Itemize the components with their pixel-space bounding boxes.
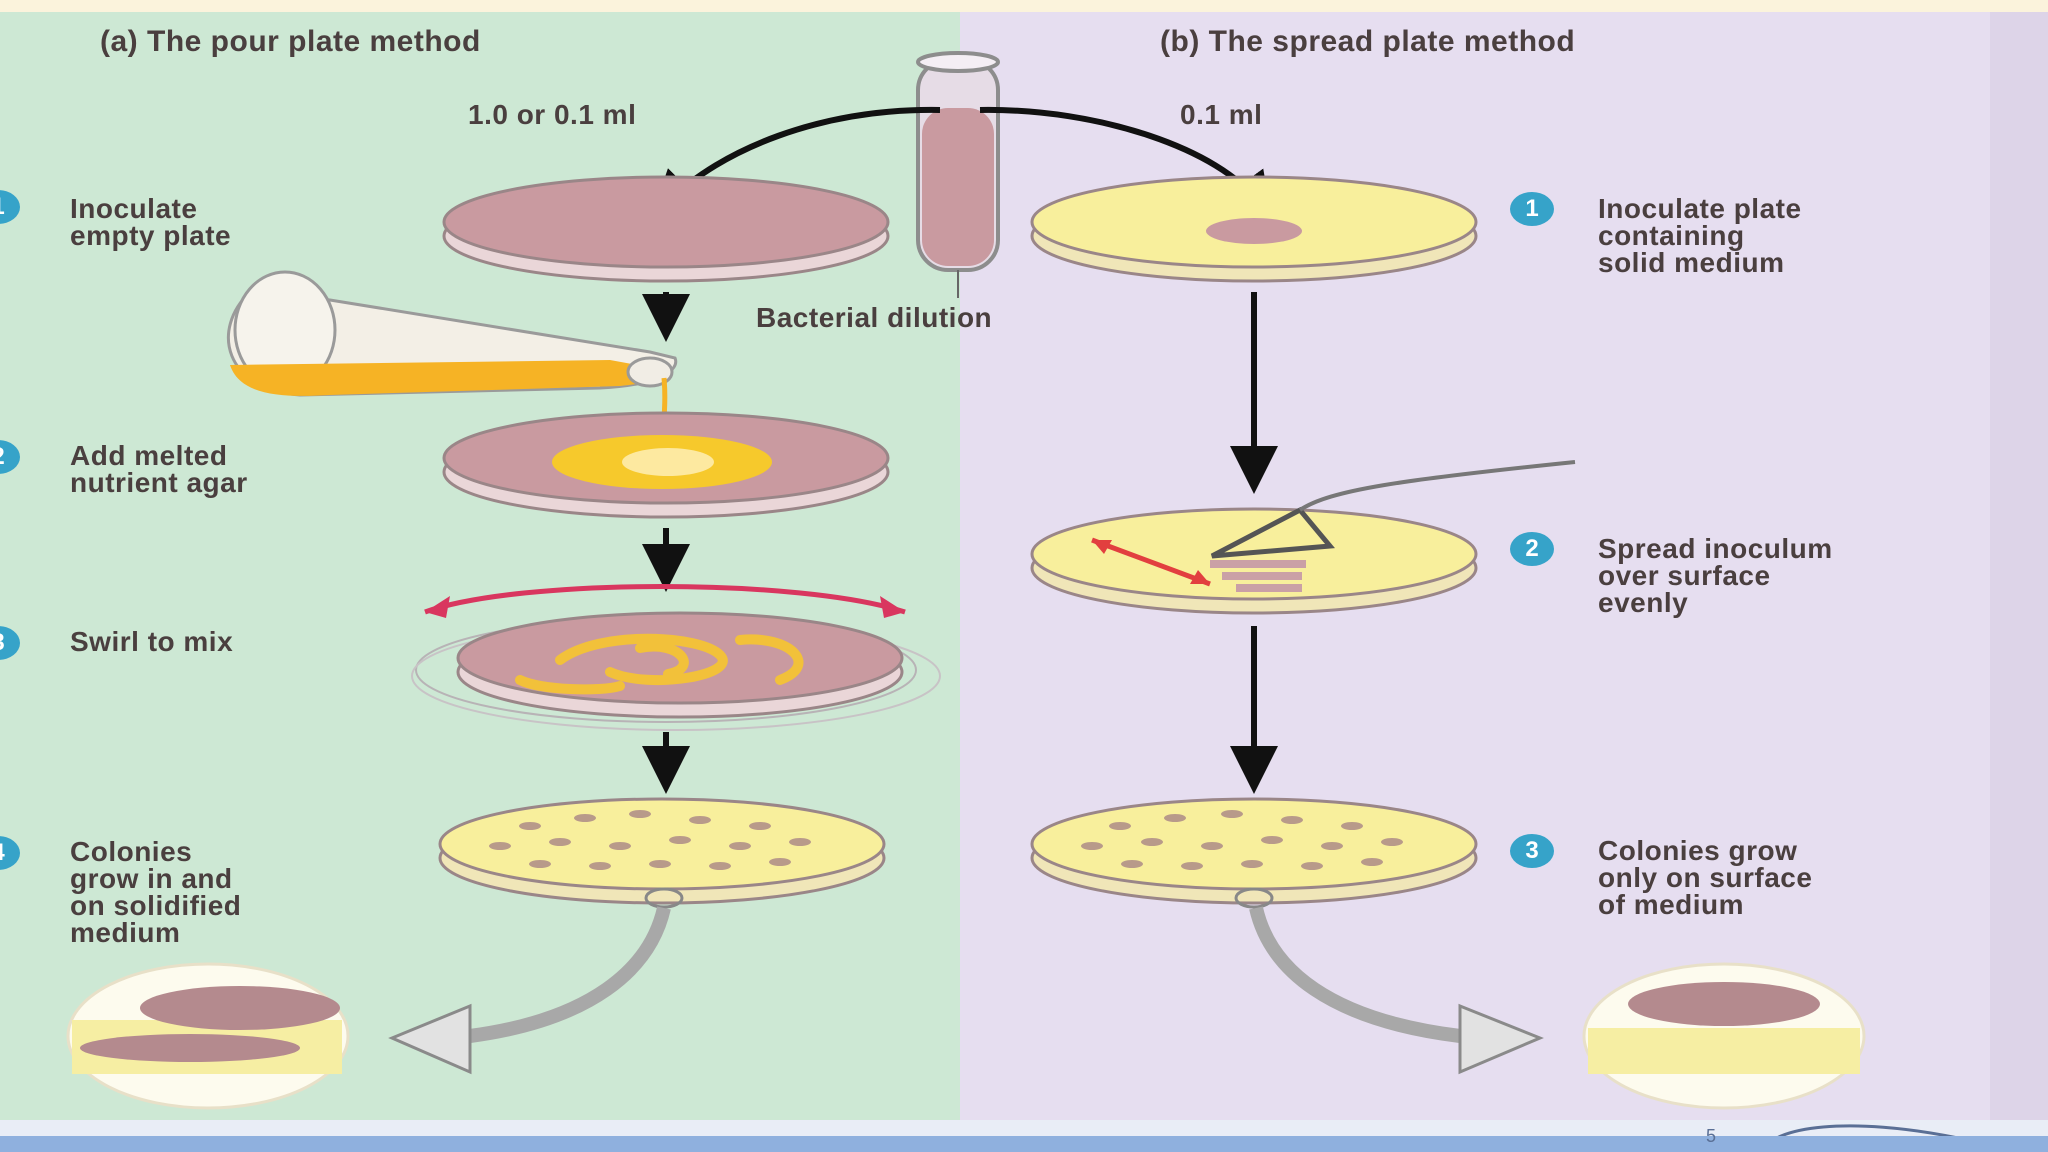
- step-badge-b2: 2: [1510, 532, 1554, 566]
- tube-label: Bacterial dilution: [756, 302, 993, 333]
- spreader-icon: [1210, 506, 1335, 559]
- step-badge-a4: 4: [0, 836, 20, 870]
- zoom-arrow-a: [469, 906, 671, 1043]
- magnified-spread-plate: [1582, 962, 1866, 1110]
- pour-plate-2: [442, 411, 890, 519]
- pour-plate-1: [442, 175, 890, 283]
- panel-a-title: (a) The pour plate method: [100, 25, 481, 58]
- page-number: 5: [1706, 1126, 1717, 1146]
- spread-plate-1: [1030, 175, 1478, 283]
- bottom-bar: [0, 1136, 2048, 1152]
- step-badge-b3: 3: [1510, 834, 1554, 868]
- step-a3-label: Swirl to mix: [70, 626, 234, 657]
- panel-a-volume: 1.0 or 0.1 ml: [468, 99, 637, 130]
- zoom-arrow-b: [1249, 906, 1461, 1043]
- magnified-pour-plate: [66, 962, 350, 1110]
- step-badge-a2: 2: [0, 440, 20, 474]
- test-tube: [916, 51, 1000, 298]
- panel-a-background: [0, 12, 960, 1120]
- panel-b-volume: 0.1 ml: [1180, 99, 1263, 130]
- panel-b-title: (b) The spread plate method: [1160, 25, 1576, 58]
- step-badge-b1: 1: [1510, 192, 1554, 226]
- step-badge-a3: 3: [0, 626, 20, 660]
- pour-plate-4: [438, 797, 886, 909]
- spread-plate-2: [1030, 460, 1576, 615]
- spread-plate-3: [1030, 797, 1478, 909]
- swirl-arrow: [424, 584, 906, 615]
- pour-plate-3: [411, 611, 941, 731]
- step-badge-a1: 1: [0, 190, 20, 224]
- flask-icon: [226, 270, 678, 441]
